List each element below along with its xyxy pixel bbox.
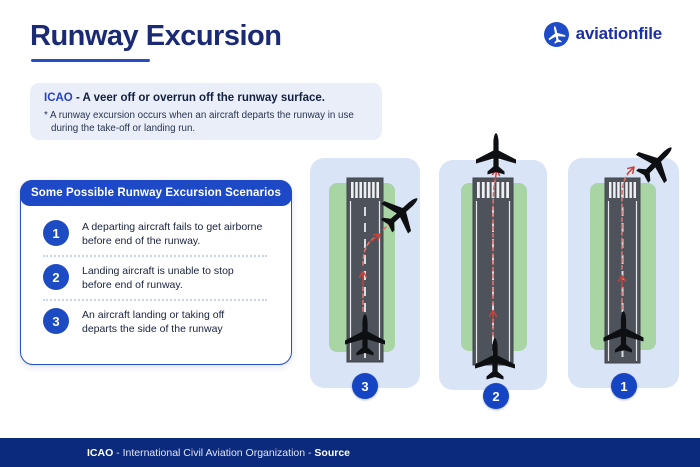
- scenarios-card: Some Possible Runway Excursion Scenarios…: [20, 180, 292, 365]
- definition-line: ICAO - A veer off or overrun off the run…: [44, 91, 368, 105]
- scenarios-heading: Some Possible Runway Excursion Scenarios: [20, 180, 292, 206]
- scenario-text-1: A departing aircraft fails to get airbor…: [82, 221, 263, 247]
- scenario-number-3: 3: [43, 308, 69, 334]
- separator: [43, 255, 267, 257]
- footer-source-link[interactable]: Source: [314, 446, 351, 459]
- scenario-text-2: Landing aircraft is unable to stop befor…: [82, 265, 234, 291]
- separator: [43, 299, 267, 301]
- definition-summary: - A veer off or overrun off the runway s…: [72, 92, 325, 104]
- runway-diagram-landing-overrun: [439, 133, 547, 390]
- excursion-path: [617, 166, 635, 310]
- diagram-badge-1: 1: [611, 373, 637, 399]
- scenario-number-1: 1: [43, 220, 69, 246]
- footer-bar: ICAO - International Civil Aviation Orga…: [0, 438, 700, 467]
- definition-note: * A runway excursion occurs when an airc…: [44, 110, 354, 134]
- scenario-number-2: 2: [43, 264, 69, 290]
- scenario-item-3: 3 An aircraft landing or taking off depa…: [43, 303, 281, 341]
- runway-diagram-takeoff-overrun: [568, 133, 686, 388]
- brand-logo[interactable]: aviationfile: [543, 21, 663, 47]
- definition-term: ICAO: [44, 92, 73, 104]
- page-title: Runway Excursion: [30, 20, 282, 52]
- threshold-stripes: [477, 182, 509, 198]
- threshold-stripes: [351, 182, 379, 198]
- scenario-item-2: 2 Landing aircraft is unable to stop bef…: [43, 259, 281, 297]
- brand-name: aviationfile: [575, 24, 663, 43]
- scenarios-list: 1 A departing aircraft fails to get airb…: [21, 206, 291, 341]
- title-underline: [31, 59, 150, 62]
- footer-org-abbr: ICAO: [87, 446, 114, 459]
- airplane-circle-icon: [543, 21, 569, 47]
- diagram-badge-3: 3: [352, 373, 378, 399]
- scenario-item-1: 1 A departing aircraft fails to get airb…: [43, 215, 281, 253]
- footer-org-full: - International Civil Aviation Organizat…: [113, 446, 315, 459]
- runway-diagram-veer-off: [310, 158, 431, 388]
- diagram-badge-2: 2: [483, 383, 509, 409]
- scenario-text-3: An aircraft landing or taking off depart…: [82, 309, 225, 335]
- definition-box: ICAO - A veer off or overrun off the run…: [30, 83, 382, 140]
